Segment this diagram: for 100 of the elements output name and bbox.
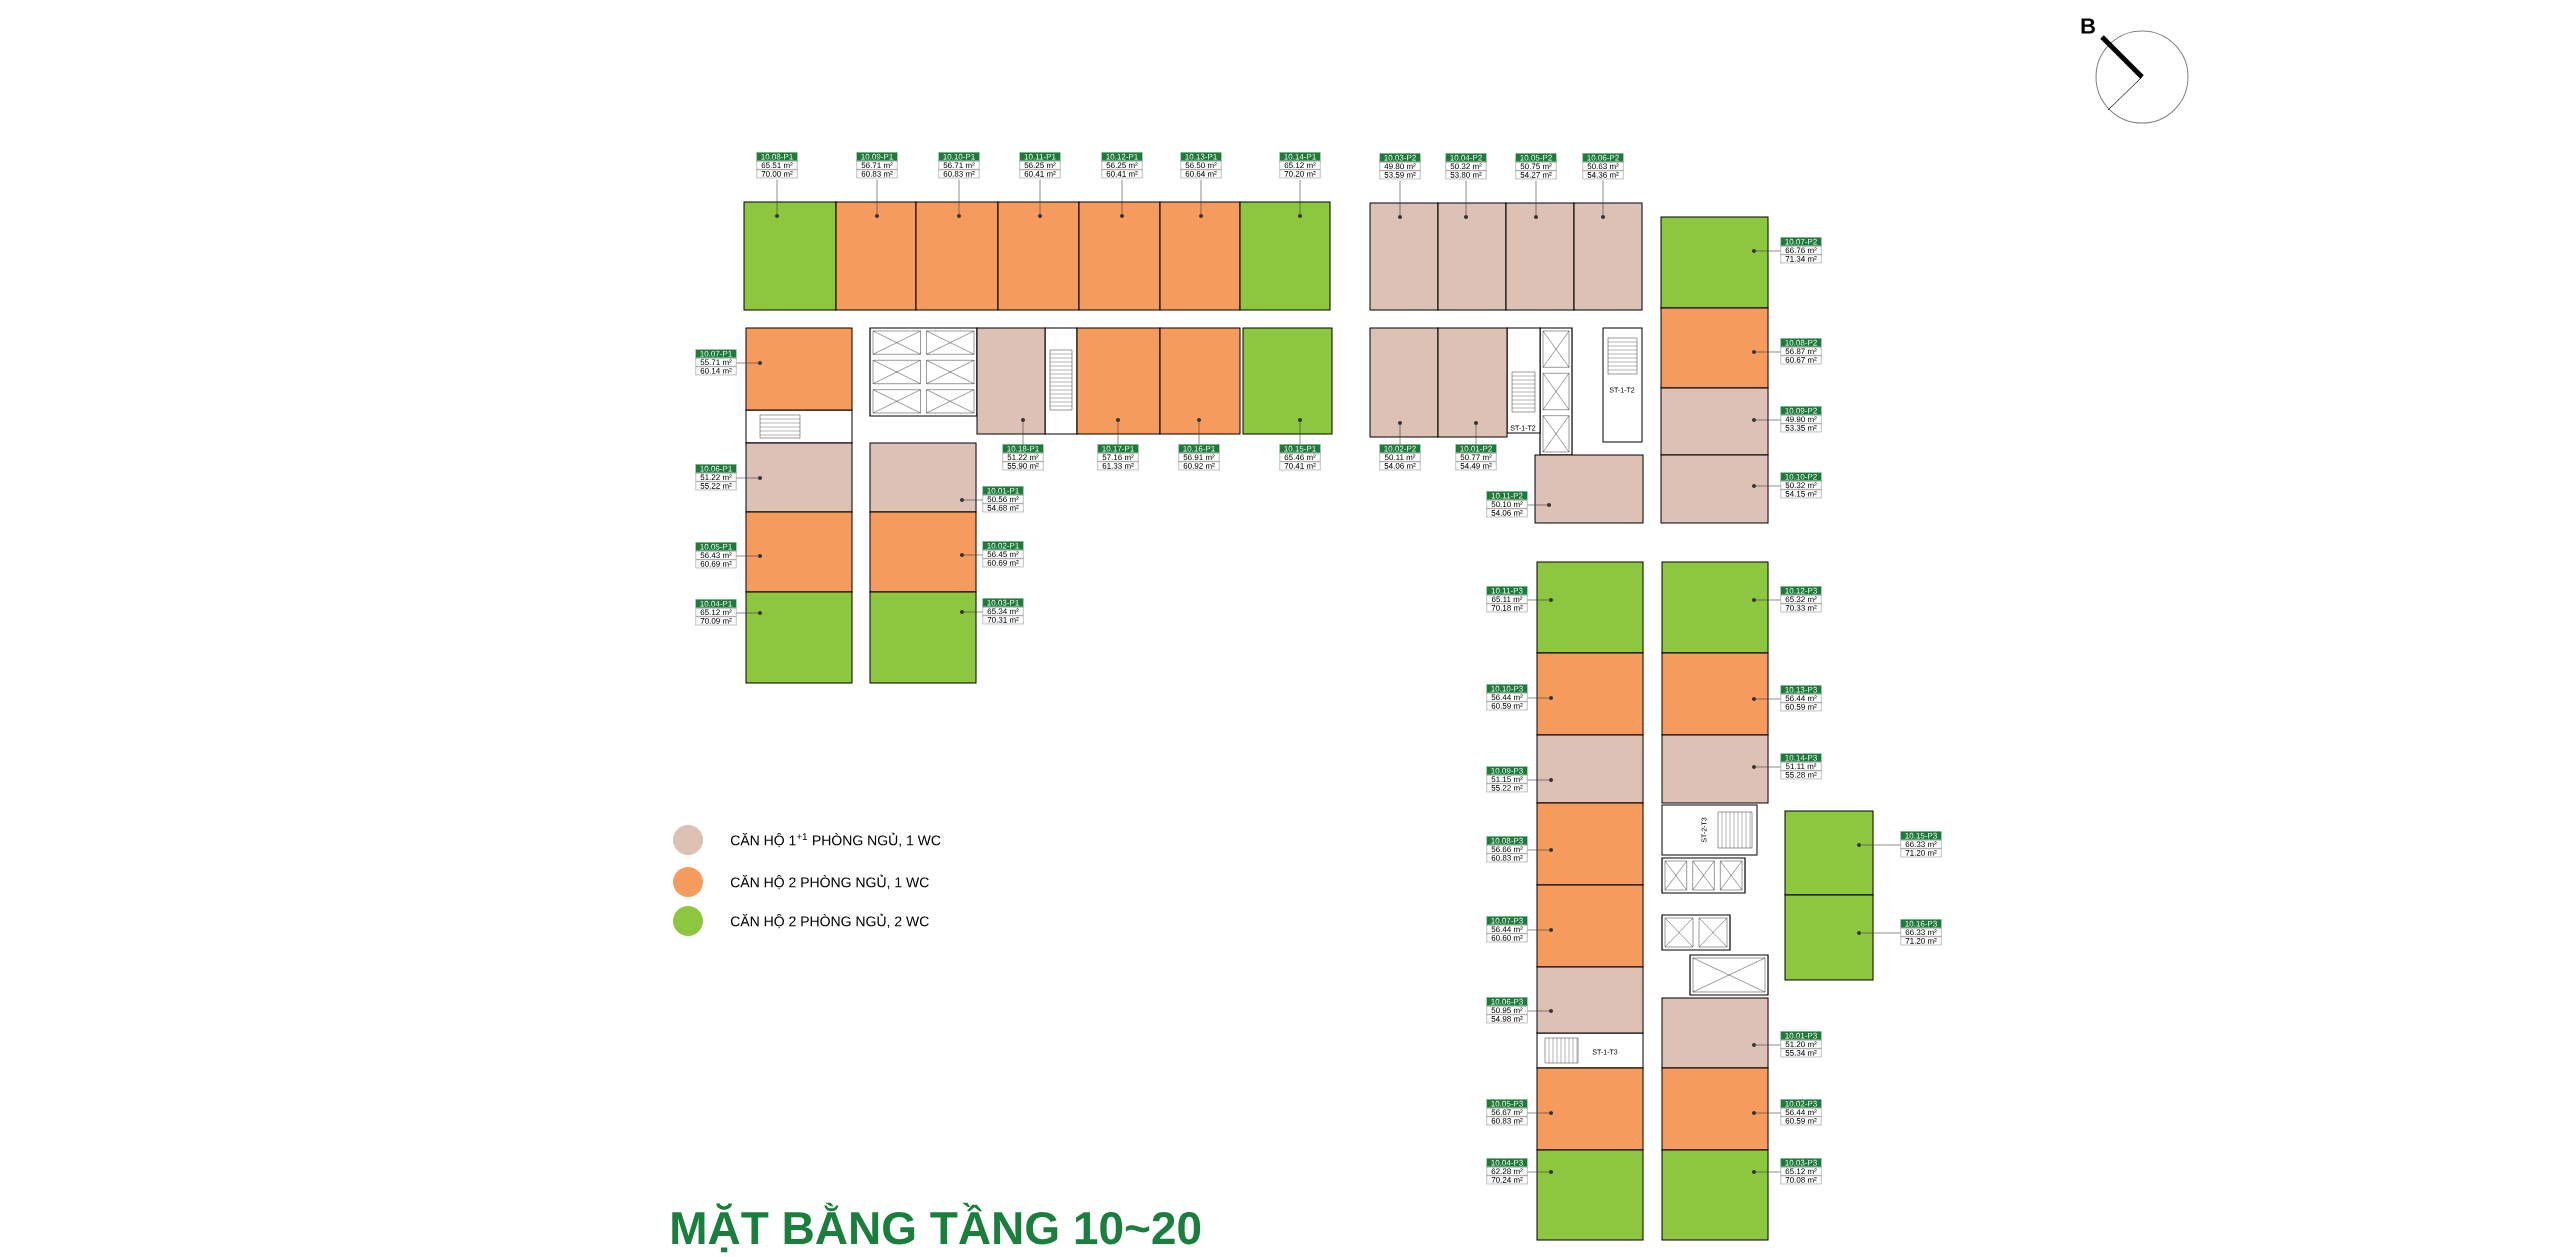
leader-line xyxy=(1755,250,1781,252)
unit-label: 10.02-P3 56.44 m² 60.59 m² xyxy=(1780,1099,1822,1126)
leader-line xyxy=(1527,779,1550,781)
apartment-unit xyxy=(1369,202,1439,311)
leader-line xyxy=(963,554,983,556)
apartment-unit xyxy=(869,442,977,513)
leader-line xyxy=(958,179,960,215)
apartment-unit xyxy=(1661,652,1769,736)
leader-line xyxy=(1198,421,1200,445)
unit-label: 10.16-P3 66.33 m² 71.20 m² xyxy=(1900,919,1942,946)
leader-line xyxy=(963,611,983,613)
apartment-unit xyxy=(1437,327,1508,438)
unit-label: 10.14-P3 51.11 m² 55.28 m² xyxy=(1780,753,1822,780)
apartment-unit xyxy=(835,201,917,311)
leader-line xyxy=(1527,1010,1550,1012)
unit-label: 10.07-P2 66.76 m² 71.34 m² xyxy=(1780,237,1822,264)
leader-line xyxy=(736,362,759,364)
unit-label: 10.08-P3 56.66 m² 60.83 m² xyxy=(1486,836,1528,863)
unit-label: 10.10-P2 50.32 m² 54.15 m² xyxy=(1780,472,1822,499)
unit-label: 10.01-P1 50.56 m² 54.68 m² xyxy=(982,486,1024,513)
apartment-unit xyxy=(1159,201,1241,311)
apartment-unit xyxy=(1534,454,1644,524)
unit-label: 10.11-P1 56.25 m² 60.41 m² xyxy=(1019,152,1061,179)
leader-line xyxy=(1527,929,1550,931)
unit-label: 10.18-P1 51.22 m² 55.90 m² xyxy=(1002,444,1044,471)
apartment-unit xyxy=(1536,1067,1644,1151)
apartment-unit xyxy=(1536,734,1644,804)
unit-label: 10.16-P1 56.91 m² 60.92 m² xyxy=(1178,444,1220,471)
leader-line xyxy=(776,179,778,215)
leader-line xyxy=(1755,1044,1781,1046)
apartment-unit xyxy=(1078,201,1161,311)
apartment-unit xyxy=(1661,997,1769,1069)
leader-line xyxy=(1527,1112,1550,1114)
unit-label: 10.14-P1 65.12 m² 70.20 m² xyxy=(1279,152,1321,179)
unit-label: 10.08-P2 56.87 m² 60.67 m² xyxy=(1780,338,1822,365)
unit-label: 10.07-P1 55.71 m² 60.14 m² xyxy=(695,349,737,376)
apartment-unit xyxy=(1239,201,1331,311)
unit-label: 10.02-P2 50.11 m² 54.06 m² xyxy=(1379,444,1421,471)
unit-label: 10.12-P3 65.32 m² 70.33 m² xyxy=(1780,586,1822,613)
leader-line xyxy=(1860,844,1901,846)
leader-line xyxy=(1299,421,1301,445)
leader-line xyxy=(1527,599,1550,601)
unit-label: 10.15-P1 65.46 m² 70.41 m² xyxy=(1279,444,1321,471)
apartment-unit xyxy=(1660,454,1769,524)
unit-label: 10.06-P1 51.22 m² 55.22 m² xyxy=(695,464,737,491)
unit-label: 10.03-P3 65.12 m² 70.08 m² xyxy=(1780,1158,1822,1185)
unit-label: 10.07-P3 56.44 m² 60.60 m² xyxy=(1486,916,1528,943)
leader-line xyxy=(1299,179,1301,215)
leader-line xyxy=(1860,932,1901,934)
apartment-unit xyxy=(976,327,1046,435)
leader-line xyxy=(1117,421,1119,445)
unit-label: 10.10-P3 56.44 m² 60.59 m² xyxy=(1486,684,1528,711)
leader-line xyxy=(1399,424,1401,445)
apartment-unit xyxy=(1536,561,1644,654)
apartment-unit xyxy=(745,511,853,593)
leader-line xyxy=(1755,1171,1781,1173)
apartment-unit xyxy=(1661,734,1769,804)
unit-label: 10.03-P2 49.80 m² 53.59 m² xyxy=(1379,153,1421,180)
leader-line xyxy=(1755,599,1781,601)
apartment-unit xyxy=(1536,1149,1644,1241)
unit-label: 10.09-P1 56.71 m² 60.83 m² xyxy=(856,152,898,179)
unit-label: 10.01-P2 50.77 m² 54.49 m² xyxy=(1455,444,1497,471)
unit-label: 10.05-P3 56.67 m² 60.83 m² xyxy=(1486,1099,1528,1126)
unit-label: 10.13-P1 56.50 m² 60.64 m² xyxy=(1180,152,1222,179)
apartment-unit xyxy=(1784,894,1874,981)
unit-label: 10.04-P1 65.12 m² 70.09 m² xyxy=(695,599,737,626)
apartment-unit xyxy=(745,591,853,684)
leader-line xyxy=(1755,698,1781,700)
leader-line xyxy=(876,179,878,215)
unit-label: 10.06-P3 50.95 m² 54.98 m² xyxy=(1486,997,1528,1024)
leader-line xyxy=(1399,180,1401,216)
leader-line xyxy=(1755,1112,1781,1114)
apartment-unit xyxy=(1536,884,1644,968)
leader-line xyxy=(1039,179,1041,215)
apartment-unit xyxy=(1660,307,1769,389)
leader-line xyxy=(1527,504,1548,506)
unit-label: 10.12-P1 56.25 m² 60.41 m² xyxy=(1101,152,1143,179)
leader-line xyxy=(963,499,983,501)
apartment-unit xyxy=(1076,327,1161,435)
leader-line xyxy=(1755,351,1781,353)
apartment-unit xyxy=(1573,202,1643,311)
unit-label: 10.05-P1 56.43 m² 60.69 m² xyxy=(695,542,737,569)
unit-label: 10.02-P1 56.45 m² 60.69 m² xyxy=(982,541,1024,568)
apartment-unit xyxy=(1536,652,1644,736)
leader-line xyxy=(1527,849,1550,851)
leader-line xyxy=(1022,421,1024,445)
apartment-unit xyxy=(1505,202,1575,311)
leader-line xyxy=(1755,485,1781,487)
unit-label: 10.13-P3 56.44 m² 60.59 m² xyxy=(1780,685,1822,712)
unit-label: 10.01-P3 51.20 m² 55.34 m² xyxy=(1780,1031,1822,1058)
unit-label: 10.06-P2 50.63 m² 54.36 m² xyxy=(1582,153,1624,180)
unit-label: 10.08-P1 65.51 m² 70.00 m² xyxy=(756,152,798,179)
leader-line xyxy=(1200,179,1202,215)
apartment-unit xyxy=(1536,966,1644,1034)
unit-label: 10.17-P1 57.16 m² 61.33 m² xyxy=(1097,444,1139,471)
apartment-unit xyxy=(869,511,977,593)
apartment-unit xyxy=(1660,216,1769,309)
unit-label: 10.11-P2 50.10 m² 54.06 m² xyxy=(1486,491,1528,518)
leader-line xyxy=(1475,424,1477,445)
leader-line xyxy=(736,477,759,479)
